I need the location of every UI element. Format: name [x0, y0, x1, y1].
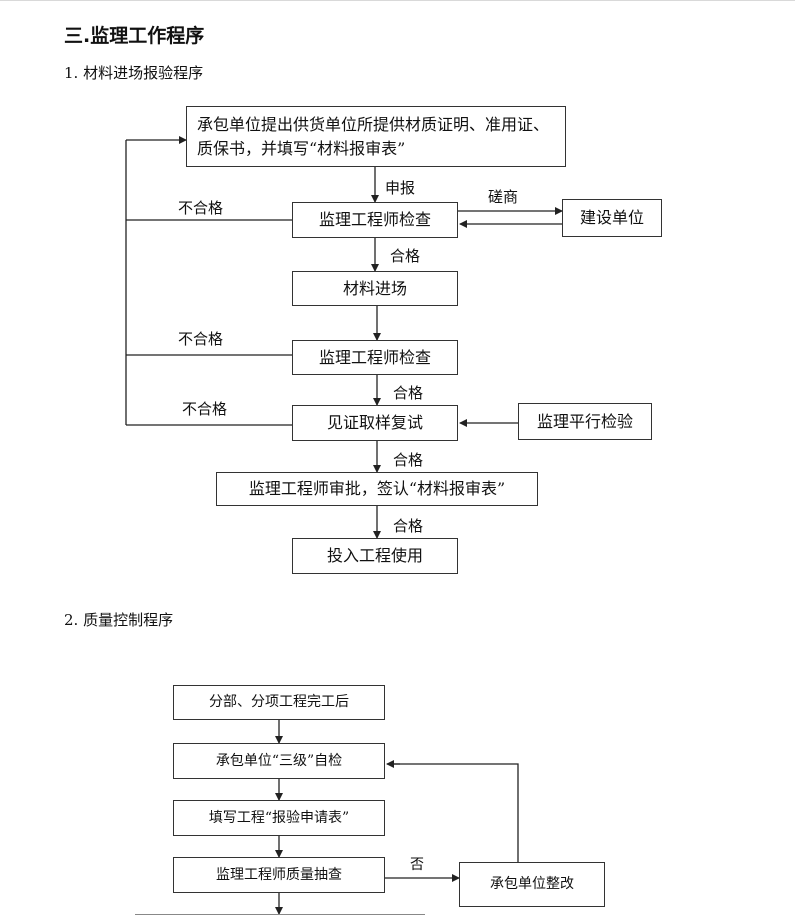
box-engineer-check-1: 监理工程师检查	[292, 202, 458, 238]
label-consult: 磋商	[488, 188, 519, 206]
label-fail-3: 不合格	[182, 400, 228, 418]
box-self-inspection: 承包单位“三级”自检	[173, 743, 385, 779]
box-material-entry: 材料进场	[292, 271, 458, 306]
label-pass-1: 合格	[390, 247, 421, 265]
rectify-return-line	[392, 763, 519, 862]
section-title: 三.监理工作程序	[64, 25, 205, 47]
box-inspection-request: 填写工程“报验申请表”	[173, 800, 385, 836]
box-submit-documents: 承包单位提出供货单位所提供材质证明、准用证、质保书，并填写“材料报审表”	[186, 106, 566, 167]
label-declare: 申报	[385, 179, 416, 197]
bottom-rule	[135, 914, 425, 915]
label-fail-2: 不合格	[178, 330, 224, 348]
label-pass-4: 合格	[393, 517, 424, 535]
box-parallel-inspection: 监理平行检验	[518, 403, 652, 440]
box-quality-spot-check: 监理工程师质量抽查	[173, 857, 385, 893]
box-engineer-check-2: 监理工程师检查	[292, 340, 458, 375]
label-pass-2: 合格	[393, 384, 424, 402]
label-pass-3: 合格	[393, 451, 424, 469]
box-rectification: 承包单位整改	[459, 862, 605, 907]
box-put-into-use: 投入工程使用	[292, 538, 458, 574]
box-work-completed: 分部、分项工程完工后	[173, 685, 385, 720]
quality-procedure-title: 2. 质量控制程序	[64, 611, 174, 629]
box-engineer-approve: 监理工程师审批，签认“材料报审表”	[216, 472, 538, 506]
material-procedure-title: 1. 材料进场报验程序	[64, 64, 204, 82]
top-rule	[0, 0, 795, 1]
label-no: 否	[410, 857, 424, 873]
label-fail-1: 不合格	[178, 199, 224, 217]
box-witness-sampling: 见证取样复试	[292, 405, 458, 441]
box-owner-unit: 建设单位	[562, 199, 662, 237]
